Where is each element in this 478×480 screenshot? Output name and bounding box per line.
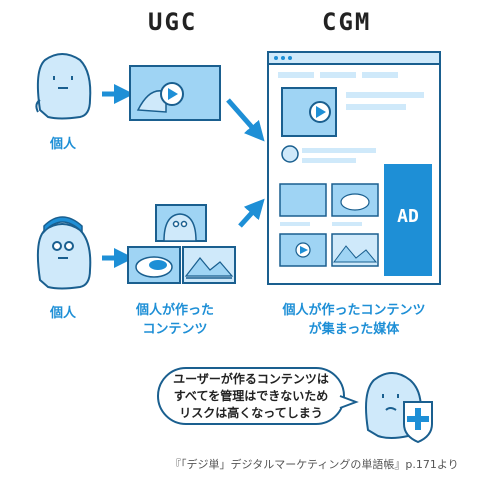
cgm-caption-line1: 個人が作ったコンテンツ xyxy=(282,303,426,318)
ugc-photo-landscape-card xyxy=(182,246,236,284)
ugc-caption-line1: 個人が作った xyxy=(135,303,214,318)
person-icon-bottom xyxy=(36,216,92,290)
ad-label: AD xyxy=(397,206,419,227)
cgm-caption: 個人が作ったコンテンツ が集まった媒体 xyxy=(262,301,446,339)
ugc-photo-food-card xyxy=(127,246,181,284)
cgm-heading: CGM xyxy=(322,8,372,36)
individual-label-bottom: 個人 xyxy=(49,306,76,321)
bubble-line3: リスクは高くなってしまう xyxy=(179,406,323,420)
arrow-bottom-right xyxy=(238,198,265,228)
bubble-line2: すべてを管理はできないため xyxy=(173,389,329,403)
bubble-text: ユーザーが作るコンテンツは すべてを管理はできないため リスクは高くなってしまう xyxy=(164,371,338,422)
ugc-photo-person-card xyxy=(155,204,207,242)
ugc-video-card xyxy=(129,65,221,121)
ad-panel xyxy=(384,164,432,276)
ugc-caption-line2: コンテンツ xyxy=(142,322,208,337)
bubble-line1: ユーザーが作るコンテンツは xyxy=(173,372,329,386)
speech-bubble xyxy=(157,367,359,425)
ugc-caption: 個人が作った コンテンツ xyxy=(120,301,230,339)
cgm-caption-line2: が集まった媒体 xyxy=(308,322,400,337)
source-caption: 『「デジ単」デジタルマーケティングの単語帳』p.171より xyxy=(170,458,459,471)
person-icon-top xyxy=(35,53,92,120)
ugc-heading: UGC xyxy=(148,8,198,36)
cgm-browser-window xyxy=(267,51,441,285)
worried-character-icon xyxy=(365,372,433,444)
arrow-top-right xyxy=(226,98,265,142)
individual-label-top: 個人 xyxy=(49,137,76,152)
